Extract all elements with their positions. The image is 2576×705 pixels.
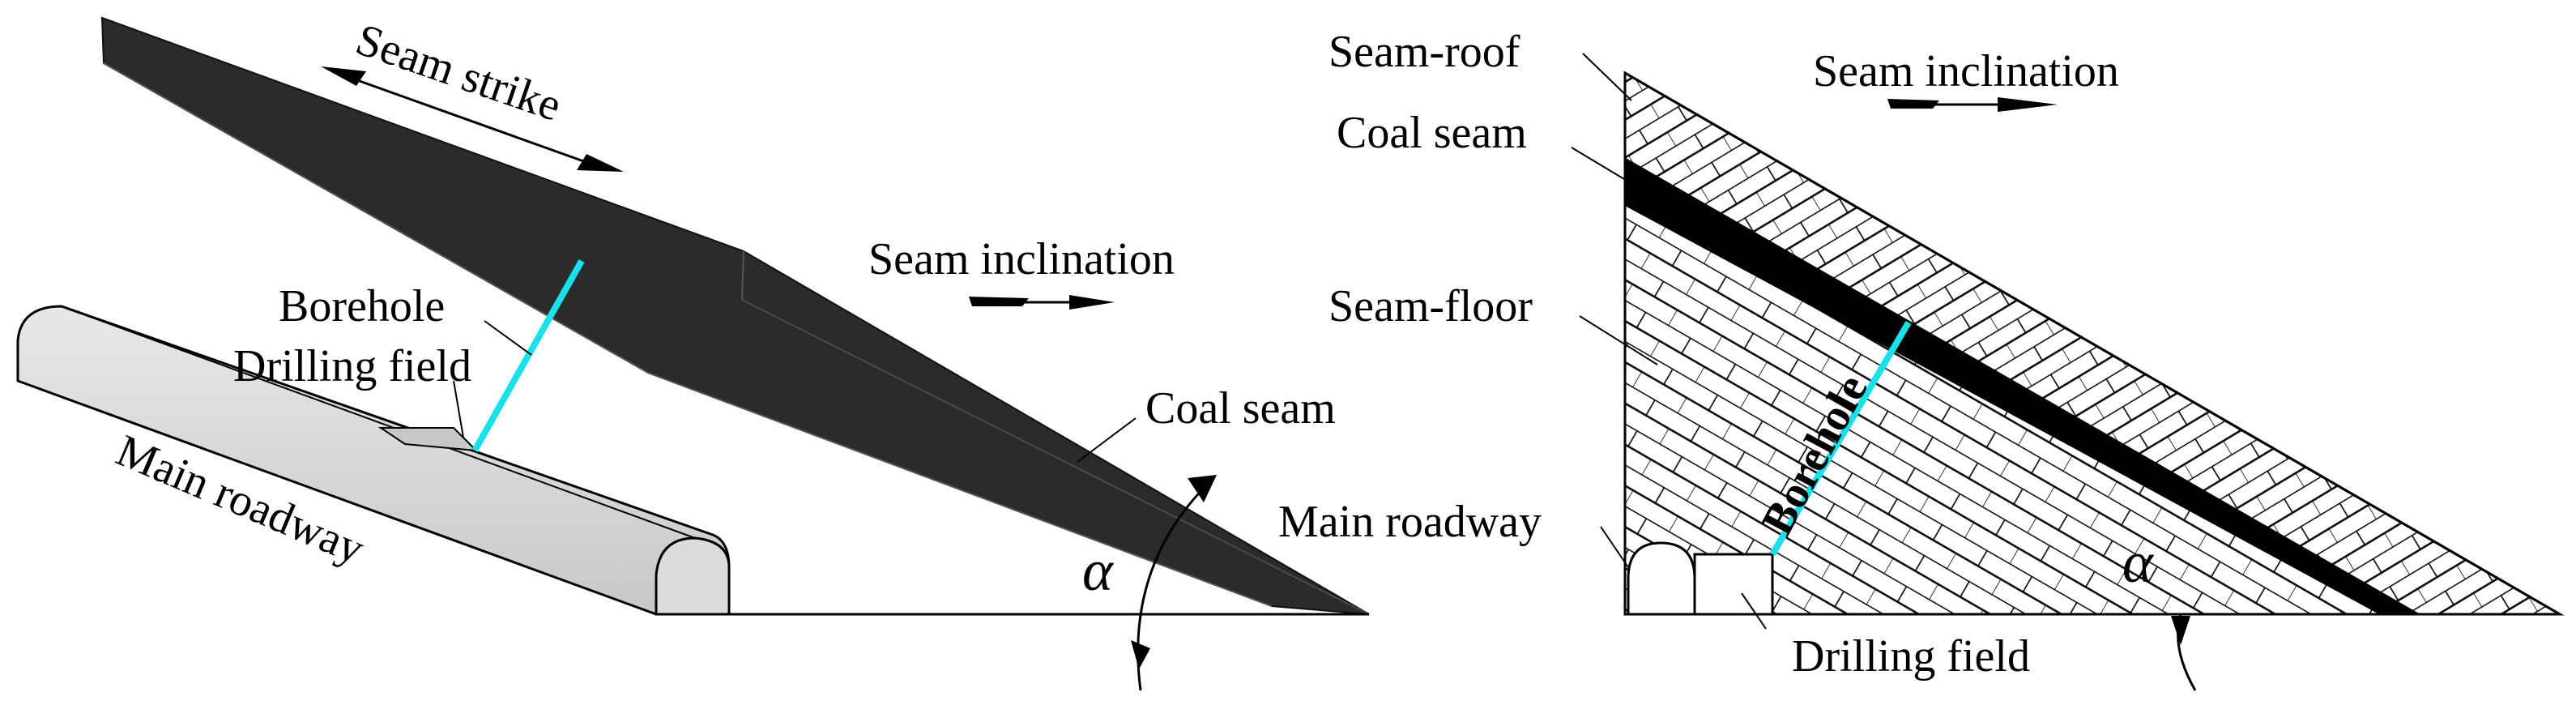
main-roadway-tunnel (16, 305, 731, 616)
seam-inclination-label-left: Seam inclination (868, 234, 1175, 284)
coal-seam-solid (100, 16, 1370, 615)
borehole-label-left: Borehole (279, 281, 445, 331)
coal-seam-label-right: Coal seam (1337, 108, 1527, 158)
seam-roof-leader (1582, 53, 1632, 101)
coal-seam-band (1625, 159, 2418, 614)
alpha-label-right: α (2122, 530, 2154, 595)
drilling-field-box (1693, 553, 1774, 616)
main-roadway-label-right: Main roadway (1278, 497, 1542, 547)
angle-arc-left (1131, 475, 1217, 691)
seam-roof-label: Seam-roof (1329, 27, 1520, 77)
main-roadway-section (1627, 541, 1696, 616)
drilling-field-label-left: Drilling field (233, 341, 471, 391)
main-roadway-leader-right (1600, 526, 1629, 568)
left-diagram: Seam strike Seam inclination Borehole Dr… (16, 15, 1370, 691)
drilling-field-leader-right (1741, 592, 1767, 630)
seam-strike-arrow (321, 66, 624, 172)
coal-seam-leader-right (1571, 147, 1637, 187)
drilling-field-leader (453, 380, 464, 438)
borehole-line (471, 259, 585, 452)
coal-seam-label-left: Coal seam (1145, 383, 1336, 434)
seam-inclination-label-right: Seam inclination (1813, 46, 2119, 96)
seam-inclination-arrow-left (969, 295, 1115, 310)
seam-inclination-arrow-right (1887, 97, 2058, 112)
alpha-label-left: α (1082, 538, 1114, 603)
angle-arc-right (2171, 613, 2197, 691)
seam-strike-label: Seam strike (350, 15, 568, 131)
drilling-field-label-right: Drilling field (1792, 631, 2030, 682)
coal-seam-leader (1077, 417, 1137, 463)
seam-floor-label: Seam-floor (1329, 281, 1533, 331)
right-diagram: Seam-roof Coal seam Seam-floor Seam incl… (1278, 27, 2565, 691)
seam-floor-leader (1579, 315, 1658, 365)
borehole-leader (484, 320, 532, 356)
borehole-line-right (1769, 320, 1912, 557)
